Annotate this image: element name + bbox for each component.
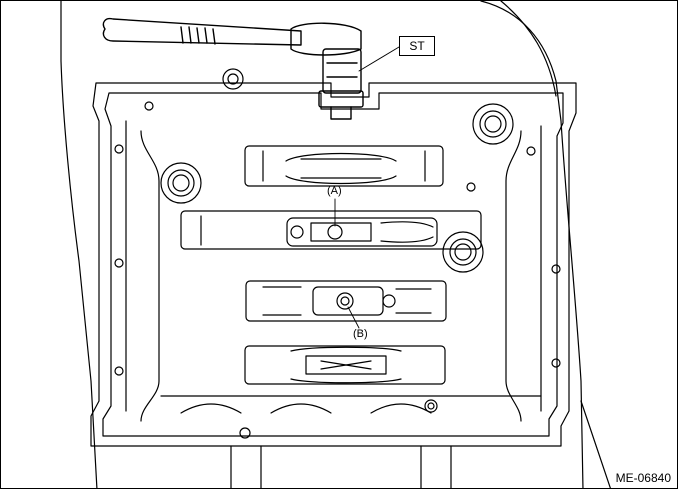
lower-ribs — [160, 395, 542, 488]
bearing-bay-2 — [180, 210, 482, 250]
callout-a-label: (A) — [327, 185, 342, 197]
callout-b-label: (B) — [353, 328, 368, 340]
bearing-bay-4 — [244, 345, 446, 385]
special-tool-label: ST — [399, 36, 435, 56]
figure-code: ME-06840 — [615, 471, 671, 485]
bearing-bay-3 — [245, 280, 447, 322]
ratchet-wrench — [102, 17, 364, 120]
st-leader-line — [358, 46, 400, 72]
crankcase-outline — [90, 82, 577, 447]
bearing-bay-1 — [244, 145, 444, 187]
special-tool-label-text: ST — [409, 39, 425, 53]
bolt-holes — [114, 68, 561, 439]
b-leader-line — [347, 306, 360, 329]
engine-cover-outline — [60, 1, 611, 488]
